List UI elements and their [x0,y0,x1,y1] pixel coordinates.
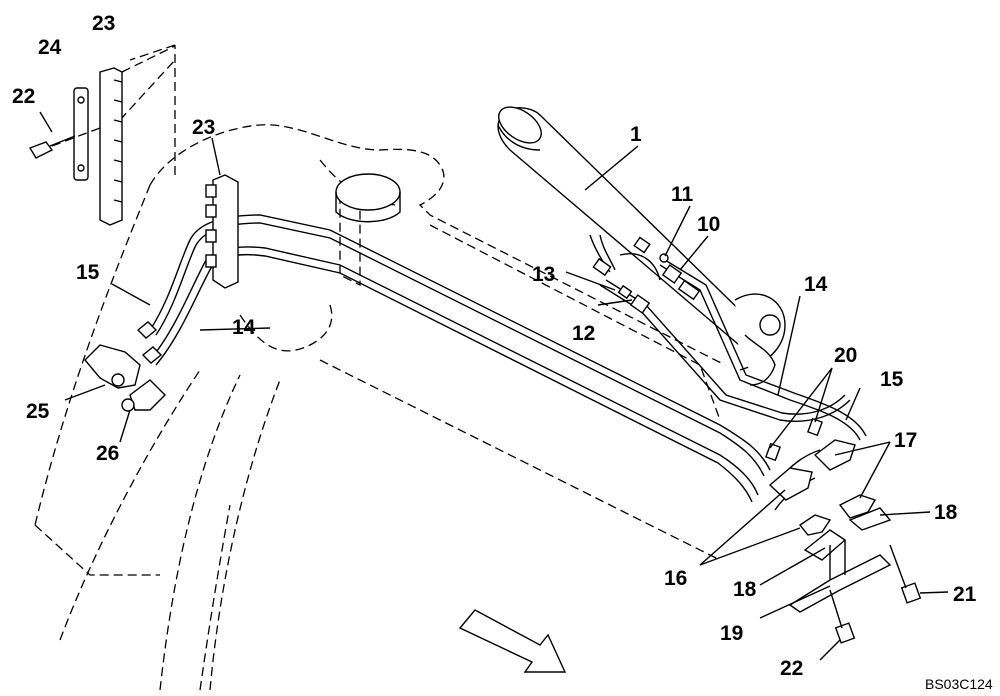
label-13: 13 [532,263,555,286]
label-20: 20 [834,344,857,367]
tube-clamp-upper [205,174,239,289]
label-1: 1 [630,123,642,146]
label-16: 16 [664,567,687,590]
label-15-right: 15 [880,368,904,391]
label-14-right: 14 [804,273,828,296]
front-direction-arrow-icon [458,609,567,673]
cylinder-fittings [592,236,701,314]
label-23-upper: 23 [92,12,115,35]
label-14-left: 14 [232,316,256,339]
label-18-lower: 18 [733,578,757,601]
boom-outline [34,44,726,691]
lower-right-clamps [765,417,922,644]
drawing-code: BS03C124 [925,676,993,692]
label-12: 12 [572,322,595,345]
label-18-right: 18 [934,501,958,524]
label-22-upper: 22 [12,85,35,108]
label-25: 25 [26,400,50,423]
leader-lines [39,111,949,661]
label-17: 17 [894,429,917,452]
label-23-boom: 23 [192,116,215,139]
part-labels: 1 11 10 13 12 14 20 15 17 18 16 18 19 21… [12,12,993,692]
label-22-lower: 22 [780,657,803,680]
boom-top-boss [335,173,401,223]
label-21: 21 [953,583,977,606]
clamp-exploded [28,45,176,226]
label-15-left: 15 [76,261,100,284]
label-10: 10 [697,213,720,236]
label-24: 24 [38,36,62,59]
label-11: 11 [671,183,694,206]
label-26: 26 [96,442,119,465]
lower-left-bracket [84,321,166,412]
label-19: 19 [720,622,743,645]
